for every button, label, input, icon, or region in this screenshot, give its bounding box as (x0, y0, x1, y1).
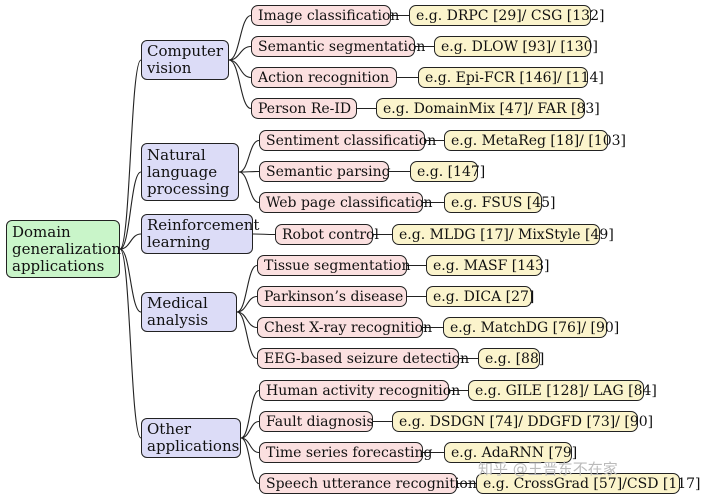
example-node: e.g. DSDGN [74]/ DDGFD [73]/ [90] (392, 411, 653, 432)
task-node: Human activity recognition (259, 380, 460, 401)
task-node: Parkinson’s disease (257, 286, 407, 307)
example-node: e.g. DomainMix [47]/ FAR [83] (376, 98, 600, 119)
tree-diagram: Domain generalization applications Compu… (6, 5, 701, 494)
task-node: Person Re-ID (251, 98, 357, 119)
example-node: e.g. FSUS [45] (444, 192, 555, 213)
root-to-category-edge (119, 59, 142, 250)
category-to-task-edge (252, 233, 276, 236)
task-node: Semantic segmentation (251, 36, 425, 57)
example-node: e.g. GILE [128]/ LAG [84] (468, 380, 657, 401)
task-node: Speech utterance recognition (259, 473, 477, 494)
example-node: e.g. Epi-FCR [146]/ [114] (418, 67, 604, 88)
category-to-task-edge (228, 59, 252, 79)
category-to-task-edge (228, 14, 252, 61)
task-node: Chest X-ray recognition (257, 317, 432, 338)
category-to-task-edge (236, 264, 258, 313)
example-node: e.g. [88] (478, 348, 544, 369)
task-node: Time series forecasting (259, 442, 432, 463)
task-node: Robot control (275, 224, 379, 245)
example-node: e.g. DRPC [29]/ CSG [132] (409, 5, 604, 26)
category-to-task-edge (240, 389, 260, 439)
connector-lines (119, 14, 478, 485)
category-medical-analysis: Medical analysis (141, 292, 237, 332)
example-node: e.g. MetaReg [18]/ [103] (444, 130, 626, 151)
category-other-applications: Other applications (141, 418, 241, 458)
example-node: e.g. AdaRNN [79] (444, 442, 577, 463)
category-to-task-edge (238, 170, 260, 173)
category-to-task-edge (228, 45, 252, 61)
task-node: Action recognition (251, 67, 397, 88)
task-node: Sentiment classification (259, 130, 436, 151)
category-to-task-edge (238, 139, 260, 173)
task-node: Image classification (251, 5, 399, 26)
root-to-category-edge (119, 171, 142, 250)
example-node: e.g. CrossGrad [57]/CSD [117] (476, 473, 701, 494)
category-nlp: Natural language processing (141, 143, 239, 201)
example-node: e.g. MASF [143] (426, 255, 549, 276)
root-node: Domain generalization applications (6, 220, 121, 278)
category-computer-vision: Computer vision (141, 40, 229, 80)
category-to-task-edge (240, 437, 260, 485)
category-to-task-edge (228, 59, 252, 110)
example-node: e.g. DICA [27] (426, 286, 534, 307)
task-node: EEG-based seizure detection (257, 348, 469, 369)
root-to-category-edge (119, 248, 142, 439)
watermark: 知乎 @王晋东不在家 (478, 460, 618, 478)
root-to-category-edge (119, 248, 142, 313)
task-node: Tissue segmentation (257, 255, 410, 276)
category-to-task-edge (240, 420, 260, 439)
task-node: Fault diagnosis (259, 411, 374, 432)
example-node: e.g. MLDG [17]/ MixStyle [49] (392, 224, 614, 245)
task-node: Semantic parsing (259, 161, 391, 182)
root-to-category-edge (119, 233, 142, 250)
category-to-task-edge (236, 311, 258, 360)
category-to-task-edge (238, 171, 260, 204)
example-node: e.g. [147] (410, 161, 485, 182)
category-reinforcement-learning: Reinforcement learning (141, 214, 259, 254)
example-node: e.g. DLOW [93]/ [130] (434, 36, 598, 57)
example-node: e.g. MatchDG [76]/ [90] (443, 317, 619, 338)
task-node: Web page classification (259, 192, 433, 213)
category-to-task-edge (236, 295, 258, 313)
